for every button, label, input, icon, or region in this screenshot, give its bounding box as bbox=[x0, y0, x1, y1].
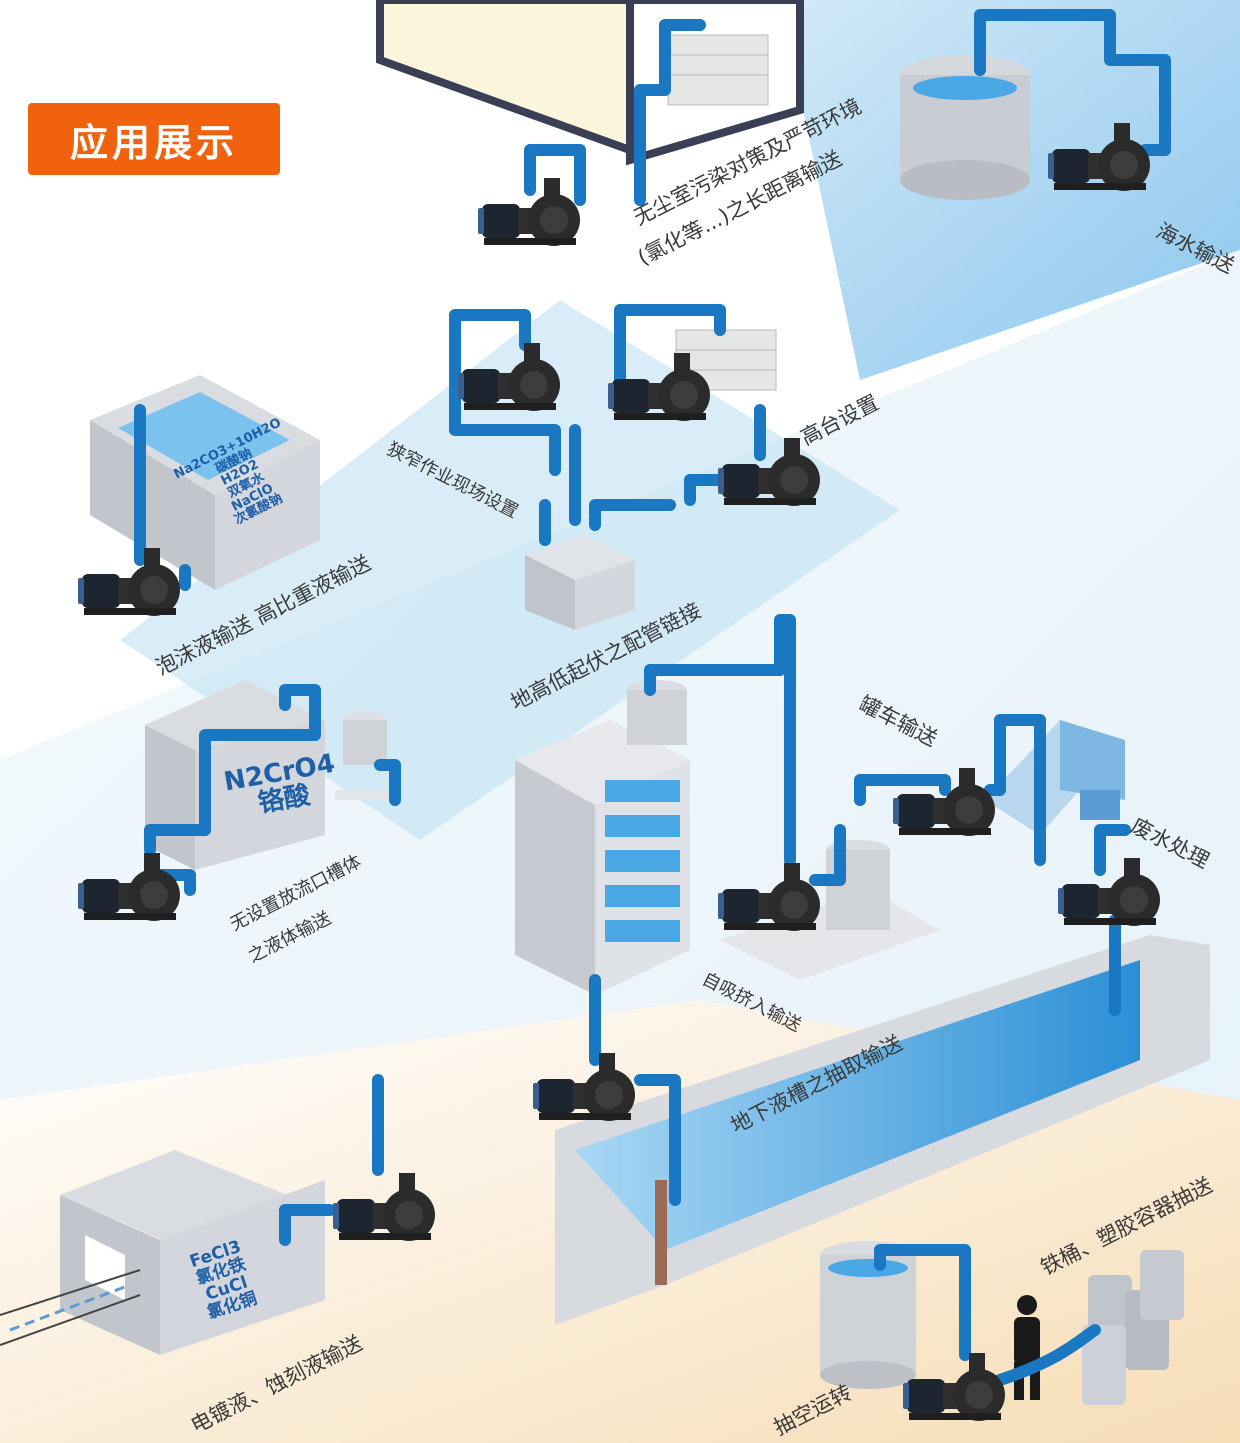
tanker-truck bbox=[985, 720, 1125, 835]
collection-tank bbox=[525, 535, 635, 630]
heat-exchanger-top bbox=[667, 34, 769, 106]
seawater-tank bbox=[900, 55, 1030, 200]
cabinet bbox=[515, 680, 690, 995]
drums bbox=[1082, 1250, 1184, 1405]
worker-figure bbox=[1014, 1295, 1040, 1400]
section-badge: 应用展示 bbox=[28, 103, 280, 175]
dry-run-tank bbox=[820, 1241, 916, 1389]
foam-tank bbox=[90, 375, 320, 590]
drum-hose bbox=[994, 1324, 1101, 1386]
underground-trench bbox=[555, 935, 1210, 1325]
